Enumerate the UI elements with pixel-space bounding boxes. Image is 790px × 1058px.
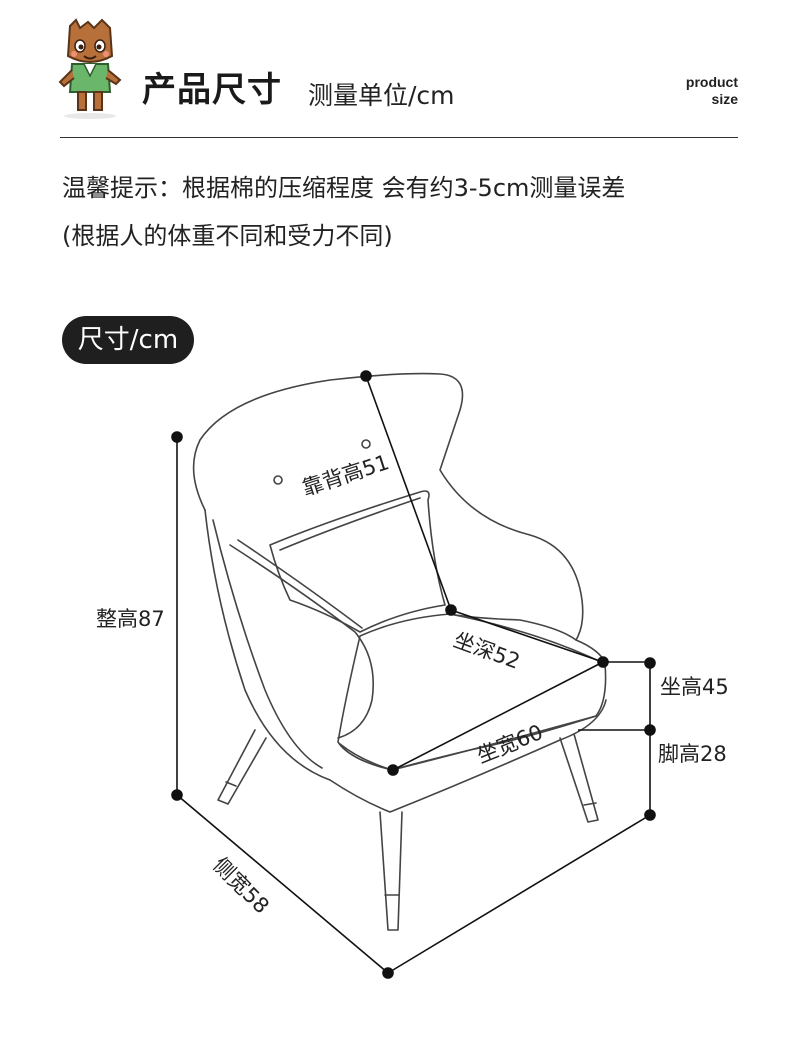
- chair-back-shell: [192, 372, 584, 641]
- dim-line-depth: [450, 609, 604, 663]
- label-seat-height: 坐高45: [660, 675, 729, 699]
- chair-body: [329, 699, 607, 813]
- dim-point: [171, 431, 183, 443]
- tuft-button: [273, 475, 283, 485]
- brand-line-size: size: [711, 91, 738, 107]
- tuft-button: [361, 439, 371, 449]
- chair-cushion: [269, 490, 446, 633]
- dim-point: [360, 370, 372, 382]
- label-leg-height: 脚高28: [658, 742, 727, 766]
- dim-point: [382, 967, 394, 979]
- dim-line-width: [392, 661, 604, 771]
- mascot-logo: [58, 18, 122, 119]
- dim-point: [644, 809, 656, 821]
- chair-left-arm: [229, 544, 375, 739]
- dim-point: [644, 724, 656, 736]
- brand-line-product: product: [685, 74, 738, 90]
- tip-text-line2: (根据人的体重不同和受力不同): [62, 222, 393, 250]
- dim-line-backrest: [365, 375, 452, 611]
- dim-point: [387, 764, 399, 776]
- chair-leg-front-left: [379, 811, 403, 931]
- chair-leg-right: [559, 733, 599, 823]
- page-title: 产品尺寸: [142, 70, 282, 110]
- tip-text-line1: 温馨提示：根据棉的压缩程度 会有约3-5cm测量误差: [62, 174, 626, 202]
- dim-point: [644, 657, 656, 669]
- dim-line-side: [176, 794, 389, 974]
- brand-english-label: product size: [686, 74, 738, 108]
- chair-seat: [337, 613, 607, 771]
- chair-leg-back-left: [217, 729, 267, 805]
- header-divider: [60, 137, 738, 138]
- chair-left-side: [204, 509, 331, 781]
- unit-label: 测量单位/cm: [308, 81, 455, 110]
- size-badge: 尺寸/cm: [62, 316, 194, 364]
- label-total-height: 整高87: [96, 607, 165, 631]
